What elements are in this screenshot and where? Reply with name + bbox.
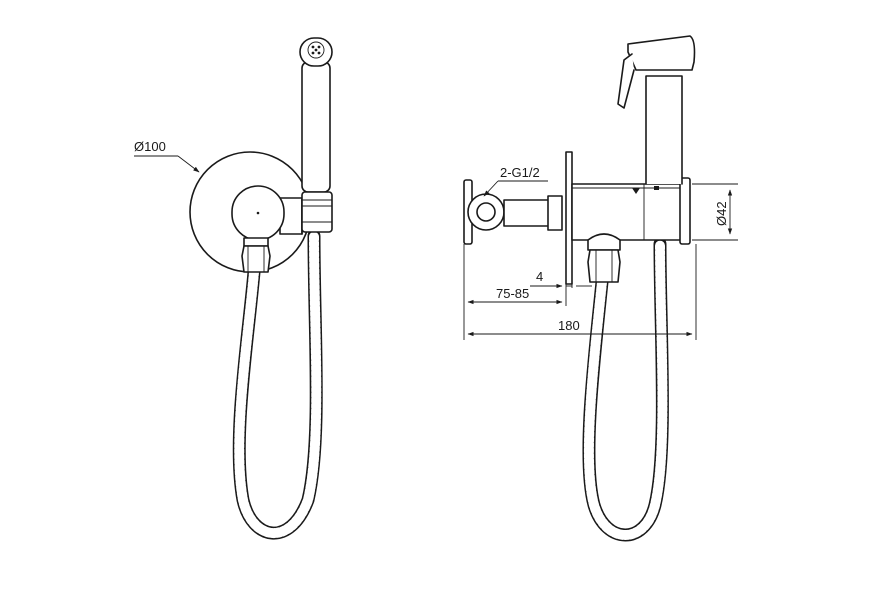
- connection-label: 2-G1/2: [500, 165, 540, 180]
- wall-thickness-dimension: 4: [530, 269, 592, 289]
- plate-diameter-callout: Ø100: [134, 139, 200, 173]
- hose-collar: [301, 191, 333, 233]
- overall-length-dimension: 180: [467, 318, 693, 337]
- wall-thickness-label: 4: [536, 269, 543, 284]
- hand-shower-side: [617, 35, 696, 185]
- valve-body: [571, 183, 683, 241]
- outlet-nut: [241, 237, 271, 273]
- depth-range-label: 75-85: [496, 286, 529, 301]
- side-hose: [582, 237, 669, 542]
- overall-length-label: 180: [558, 318, 580, 333]
- sprayer-head: [299, 37, 333, 67]
- inlet-pipe: [503, 199, 551, 227]
- side-view: 2-G1/2 Ø42 4 75-85 180: [463, 35, 738, 542]
- depth-range-dimension: 75-85: [467, 286, 563, 305]
- inlet-fitting: [467, 193, 505, 231]
- wall-plate-side: [565, 151, 573, 285]
- front-view: Ø100: [134, 37, 333, 540]
- front-hose: [232, 229, 323, 540]
- connection-callout: 2-G1/2: [483, 165, 548, 197]
- body-diameter-dimension: Ø42: [692, 183, 738, 241]
- body-diameter-label: Ø42: [714, 201, 729, 226]
- plate-diameter-label: Ø100: [134, 139, 166, 154]
- side-outlet-nut: [587, 233, 621, 283]
- hand-shower-handle: [301, 61, 331, 193]
